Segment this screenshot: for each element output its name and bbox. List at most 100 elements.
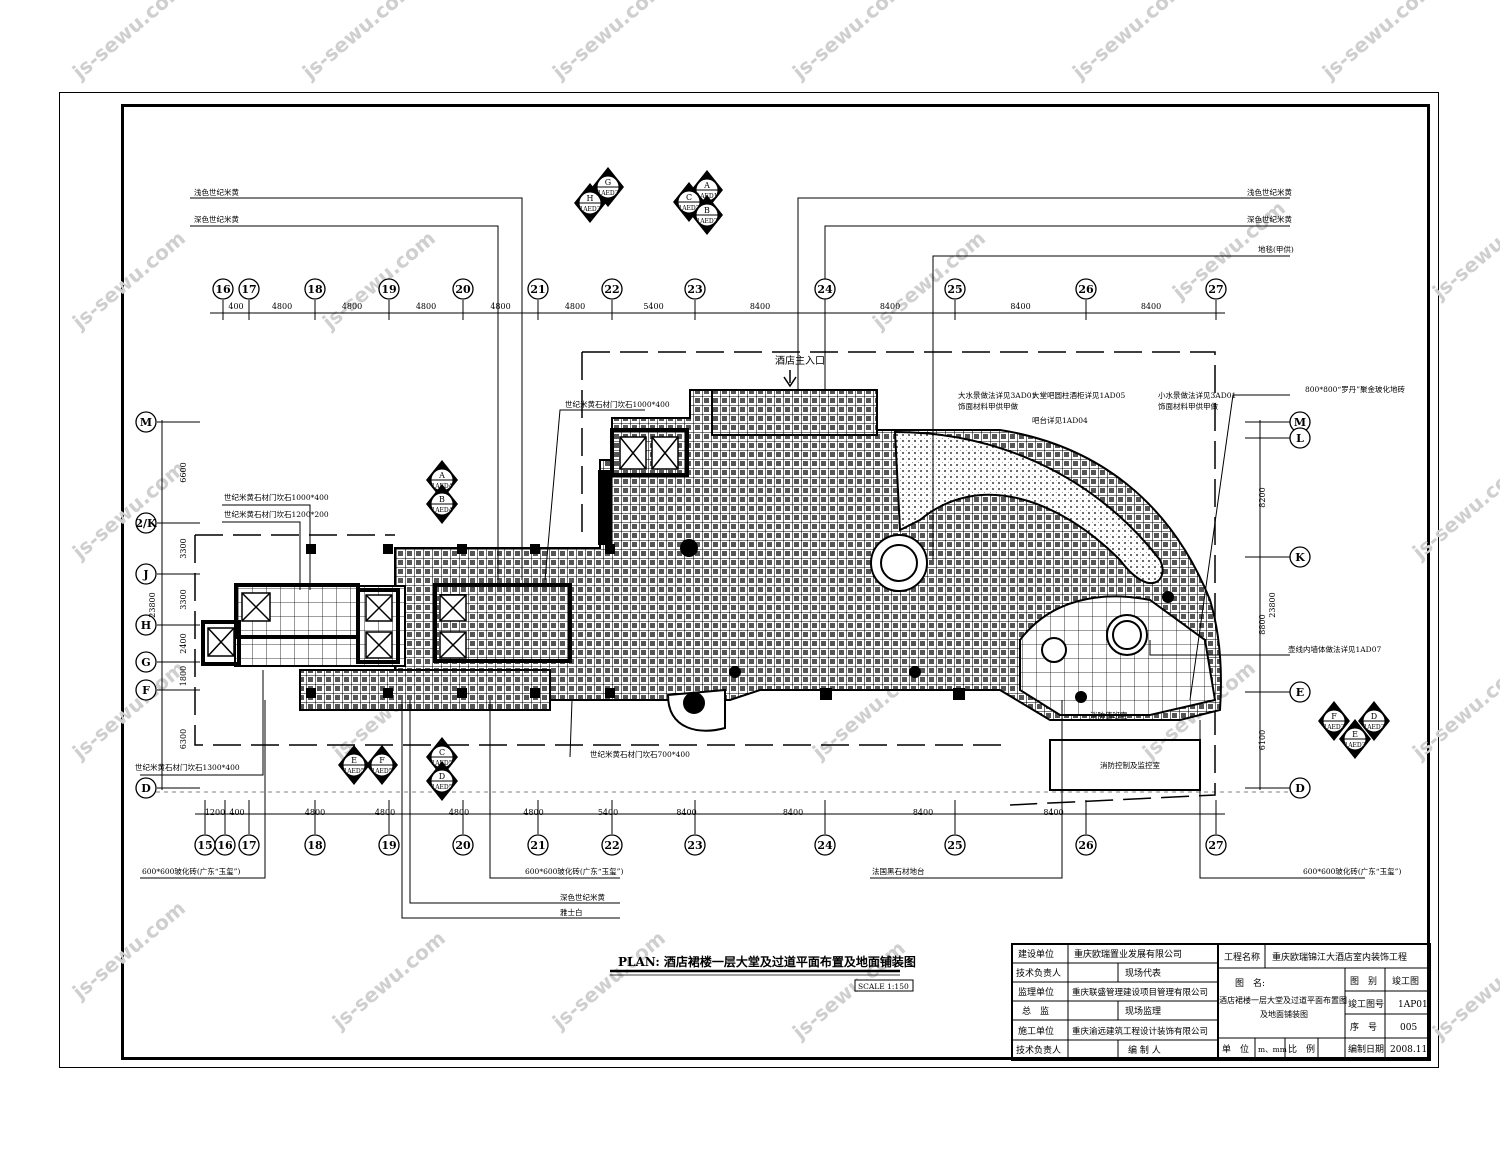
grid-bottom-dim-9: 8400	[913, 808, 933, 817]
grid-top-dim-7: 8400	[750, 302, 770, 311]
room-label-control: 消防控制及监控室	[1100, 760, 1160, 770]
tb-label-3: 总 监	[1022, 1005, 1049, 1017]
grid-top-3-label: 19	[381, 283, 396, 296]
annotation-labels: 浅色世纪米黄 深色世纪米黄 浅色世纪米黄 深色世纪米黄 地毯(甲供) 世纪米黄石…	[135, 187, 1406, 917]
grid-bottom-7-label: 22	[604, 839, 619, 852]
tag-0b-top: H	[587, 194, 594, 203]
grid-top-0-label: 16	[215, 283, 231, 296]
tb-seq-value: 005	[1400, 1023, 1417, 1033]
tag-1c-bottom: 1AED2	[696, 218, 717, 225]
grid-left-4-circle	[135, 651, 157, 673]
note-floor-tile-800: 800*800“罗丹”聚金玻化地砖	[1305, 384, 1406, 394]
tb-unit-label: 单 位	[1222, 1043, 1249, 1055]
note-bar-counter: 吧台详见1AD04	[1032, 415, 1088, 425]
tag-5c-top: E	[1352, 730, 1358, 739]
tag-2b-top: B	[439, 495, 445, 504]
tag-1b-top: C	[686, 193, 692, 202]
tag-5a-top: F	[1331, 712, 1337, 721]
grid-top-2-label: 18	[307, 283, 323, 296]
grid-bottom-6-circle	[527, 834, 549, 856]
watermark-text-22: js-sewu.com	[1427, 936, 1500, 1045]
watermark-text-11: js-sewu.com	[67, 456, 190, 565]
note-threshold-4: 世纪米黄石材门坎石1300*400	[135, 762, 240, 772]
note-light-beige-left: 浅色世纪米黄	[194, 187, 239, 197]
tag-0a-top: G	[605, 178, 611, 187]
grid-left-total: 23800	[148, 592, 157, 617]
grid-top-2-circle	[304, 278, 326, 300]
grid-top-11-label: 27	[1208, 283, 1223, 296]
note-water-small: 小水景做法详见3AD01	[1158, 390, 1236, 400]
grid-bottom-3-circle	[304, 834, 326, 856]
note-dark-beige-right: 深色世纪米黄	[1247, 214, 1292, 224]
room-label-duty: 消防值班室	[1090, 710, 1128, 720]
grid-top-4-label: 20	[455, 283, 471, 296]
grid-left-0-circle	[135, 411, 157, 433]
drawing-title: PLAN: 酒店裙楼一层大堂及过道平面布置及地面铺装图	[618, 954, 916, 969]
watermark-text-7: js-sewu.com	[317, 226, 440, 335]
grid-top-7-label: 23	[687, 283, 702, 296]
tag-4a-top: C	[439, 748, 445, 757]
watermark-text-4: js-sewu.com	[1067, 0, 1190, 84]
inner-border	[121, 104, 1430, 1060]
grid-top-10-label: 26	[1078, 283, 1094, 296]
grid-bottom-1-label: 16	[217, 839, 233, 852]
note-water-big-finish: 饰面材料甲供甲做	[958, 401, 1018, 411]
note-tile-600-2: 600*600玻化砖(广东“玉玺”)	[525, 866, 623, 876]
note-threshold-2: 世纪米黄石材门坎石1000*400	[224, 492, 329, 502]
note-dark-beige-bottom: 深色世纪米黄	[560, 892, 605, 902]
grid-left-6-circle	[135, 777, 157, 799]
grid-top-9-label: 25	[947, 283, 962, 296]
watermark-text-1: js-sewu.com	[297, 0, 420, 84]
tag-0b-bottom: 1AED3	[579, 206, 600, 213]
tb-project-name: 重庆欧瑞锦江大酒店室内装饰工程	[1272, 951, 1407, 963]
grid-right-total: 23800	[1268, 592, 1277, 617]
watermark-text-0: js-sewu.com	[67, 0, 190, 84]
tb-label-5: 技术负责人	[1016, 1044, 1061, 1056]
grid-left-dim-2: 3300	[179, 589, 188, 609]
grid-bottom-dim-0: 1200	[205, 808, 225, 817]
grid-bottom-3-label: 18	[307, 839, 323, 852]
tb-value-2: 重庆联盛管理建设项目管理有限公司	[1072, 987, 1208, 998]
grid-left-2-label: J	[142, 568, 148, 581]
tag-4b-top: D	[439, 772, 445, 781]
tb-value-3: 现场监理	[1125, 1005, 1161, 1017]
grid-bottom-11-circle	[1075, 834, 1097, 856]
tag-2b-bottom: 1AED4	[431, 507, 452, 514]
note-carpet: 地毯(甲供)	[1258, 244, 1294, 254]
grid-bottom-10-circle	[944, 834, 966, 856]
grid-top-10-circle	[1075, 278, 1097, 300]
grid-left-dim-0: 6600	[179, 462, 188, 482]
elevator-cabs	[207, 436, 679, 659]
grid-left-dim-3: 2400	[179, 633, 188, 653]
grid-bottom-8-label: 23	[687, 839, 702, 852]
detail-tags: G1AED3H1AED3A1AED1C1AED2B1AED2A1AED4B1AE…	[338, 167, 1390, 801]
grid-bottom-9-label: 24	[817, 839, 833, 852]
grid-bottom-dim-1: 400	[229, 808, 244, 817]
grid-left-5-circle	[135, 679, 157, 701]
grid-left-dim-4: 1800	[179, 666, 188, 686]
tb-value-1: 现场代表	[1125, 967, 1161, 979]
grid-top-dim-1: 4800	[272, 302, 292, 311]
grid-top-6-circle	[601, 278, 623, 300]
watermark-text-6: js-sewu.com	[67, 226, 190, 335]
tb-value-4: 重庆渝远建筑工程设计装饰有限公司	[1072, 1026, 1208, 1037]
core-walls	[201, 428, 689, 666]
note-tile-600-3: 600*600玻化砖(广东“玉玺”)	[1303, 866, 1401, 876]
tag-3b-top: F	[379, 756, 385, 765]
watermark-text-17: js-sewu.com	[1407, 656, 1500, 765]
grid-left-4-label: G	[141, 656, 150, 669]
grid-bottom-2-circle	[238, 834, 260, 856]
grid-bottom-dim-8: 8400	[783, 808, 803, 817]
grid-bottom-dim-6: 5400	[598, 808, 618, 817]
grid-top-0-circle	[212, 278, 234, 300]
grid-top-dim-2: 4800	[342, 302, 362, 311]
tb-seq-label: 序 号	[1350, 1021, 1377, 1033]
tb-drawing-name-label: 图 名:	[1235, 977, 1265, 989]
note-tile-600-1: 600*600玻化砖(广东“玉玺”)	[142, 866, 240, 876]
grid-top-9-circle	[944, 278, 966, 300]
grid-top-11-circle	[1205, 278, 1227, 300]
grid-right-2-label: K	[1295, 551, 1305, 564]
